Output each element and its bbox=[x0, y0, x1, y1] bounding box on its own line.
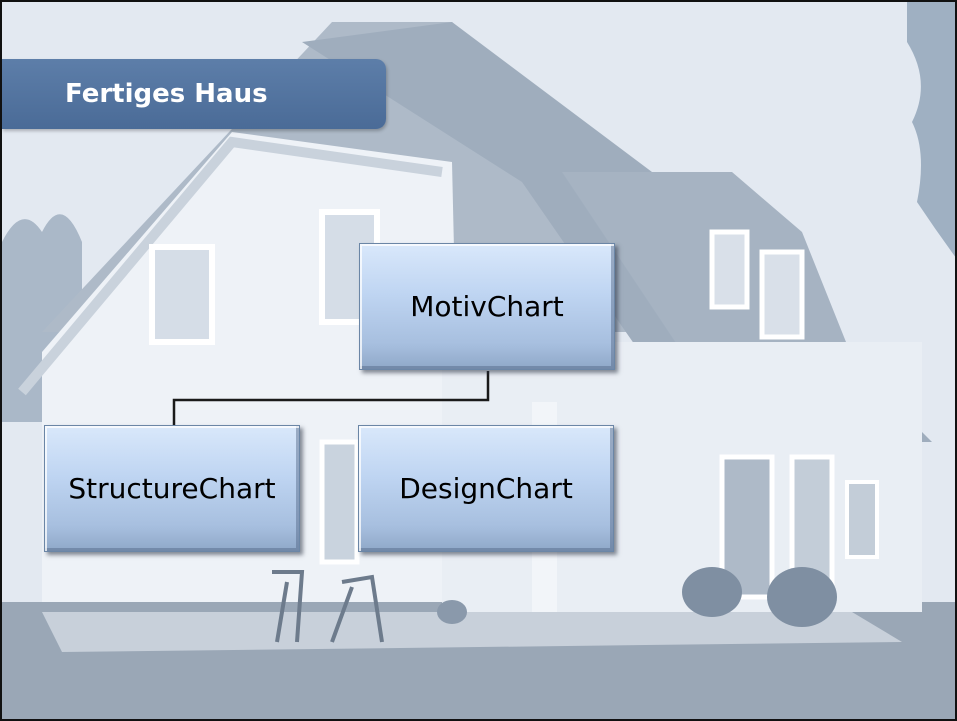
title-banner: Fertiges Haus bbox=[2, 59, 386, 129]
node-motivchart: MotivChart bbox=[359, 243, 615, 370]
node-designchart: DesignChart bbox=[358, 425, 614, 552]
slide-title: Fertiges Haus bbox=[65, 79, 268, 109]
node-motivchart-label: MotivChart bbox=[410, 290, 564, 323]
node-structurechart: StructureChart bbox=[44, 425, 300, 552]
node-structurechart-label: StructureChart bbox=[68, 472, 276, 505]
node-designchart-label: DesignChart bbox=[399, 472, 573, 505]
